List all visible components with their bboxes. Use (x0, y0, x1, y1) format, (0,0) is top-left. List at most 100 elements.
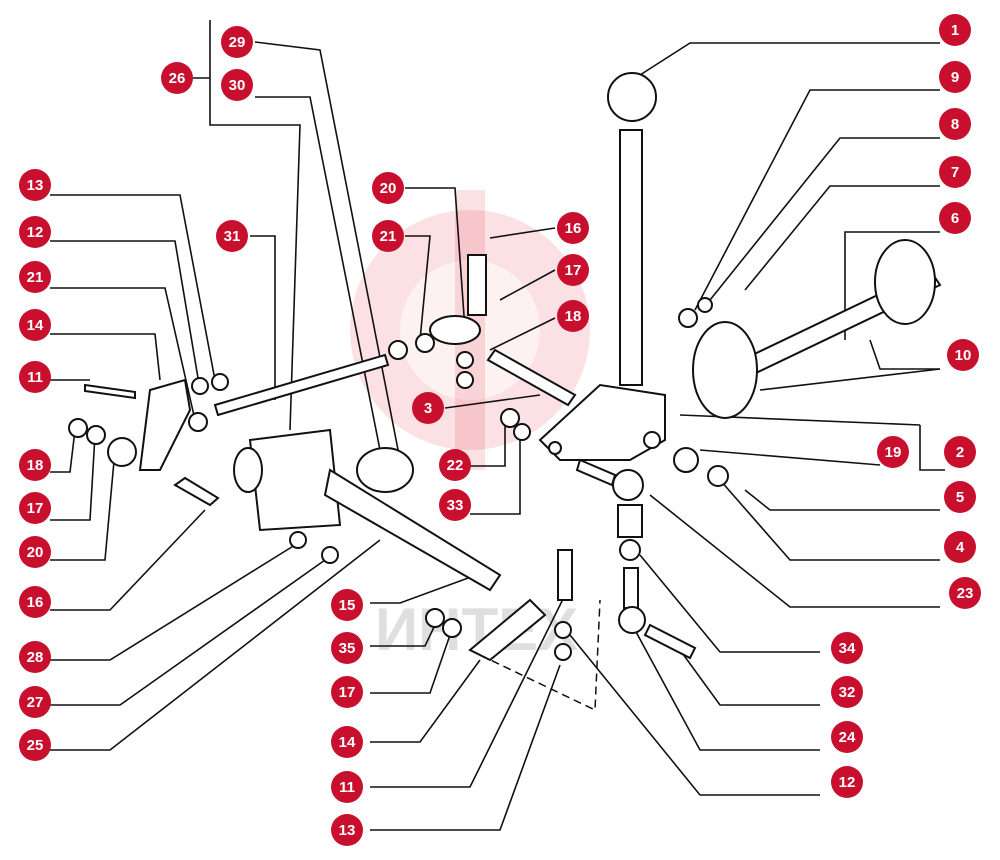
callout-4: 4 (944, 531, 976, 563)
callout-5: 5 (944, 481, 976, 513)
callout-number: 31 (224, 228, 241, 245)
callout-33: 33 (439, 489, 471, 521)
callout-badge (831, 766, 863, 798)
callout-number: 21 (380, 228, 397, 245)
callout-number: 16 (27, 594, 44, 611)
leader-lines (50, 20, 945, 831)
callout-badge (19, 261, 51, 293)
callout-8: 8 (939, 108, 971, 140)
callout-badge (331, 814, 363, 846)
callout-number: 19 (885, 444, 902, 461)
callout-number: 22 (447, 457, 464, 474)
callout-number: 13 (27, 177, 44, 194)
callout-1: 1 (939, 14, 971, 46)
callout-28: 28 (19, 641, 51, 673)
callout-badge (831, 676, 863, 708)
callout-35: 35 (331, 632, 363, 664)
callout-number: 11 (339, 779, 355, 796)
bushing (356, 447, 414, 493)
callout-number: 12 (839, 774, 856, 791)
callout-number: 17 (565, 262, 582, 279)
callout-number: 9 (951, 69, 959, 86)
callout-9: 9 (939, 61, 971, 93)
callout-23: 23 (949, 577, 981, 609)
callout-number: 26 (169, 70, 186, 87)
callout-number: 14 (27, 317, 44, 334)
callout-24: 24 (831, 721, 863, 753)
callout-badge (831, 632, 863, 664)
callout-20: 20 (19, 536, 51, 568)
callout-number: 23 (957, 585, 974, 602)
callout-badge (944, 436, 976, 468)
callout-badge (372, 220, 404, 252)
callout-badge (19, 586, 51, 618)
callout-number: 24 (839, 729, 856, 746)
callout-21: 21 (372, 220, 404, 252)
callout-badge (19, 492, 51, 524)
callout-number: 18 (27, 457, 44, 474)
callout-badge (19, 169, 51, 201)
callout-16: 16 (19, 586, 51, 618)
callout-17: 17 (557, 254, 589, 286)
callout-number: 1 (951, 22, 959, 39)
callout-30: 30 (221, 69, 253, 101)
callout-number: 21 (27, 269, 44, 286)
callout-number: 30 (229, 77, 246, 94)
callout-badge (944, 531, 976, 563)
callout-badge (19, 361, 51, 393)
tie-rod (213, 353, 390, 417)
callout-badge (831, 721, 863, 753)
callout-34: 34 (831, 632, 863, 664)
callout-number: 35 (339, 640, 356, 657)
callout-number: 28 (27, 649, 44, 666)
callout-badge (372, 172, 404, 204)
callout-26: 26 (161, 62, 193, 94)
parts-artwork (68, 72, 942, 662)
callout-11: 11 (331, 771, 363, 803)
callout-13: 13 (331, 814, 363, 846)
callout-badge (161, 62, 193, 94)
callout-number: 14 (339, 734, 356, 751)
callout-17: 17 (331, 676, 363, 708)
callout-badge (557, 300, 589, 332)
callout-number: 32 (839, 684, 856, 701)
callout-badge (19, 449, 51, 481)
callout-15: 15 (331, 589, 363, 621)
callout-badge (19, 686, 51, 718)
callout-number: 2 (956, 444, 964, 461)
callout-number: 27 (27, 694, 44, 711)
shaft-25 (323, 468, 502, 592)
callout-number: 29 (229, 34, 246, 51)
callout-badge (216, 220, 248, 252)
callout-badge (939, 14, 971, 46)
callout-badge (939, 108, 971, 140)
callout-27: 27 (19, 686, 51, 718)
callout-badge (939, 61, 971, 93)
callout-badge (947, 339, 979, 371)
callout-number: 10 (955, 347, 972, 364)
callout-18: 18 (557, 300, 589, 332)
callout-badge (944, 481, 976, 513)
flange-10 (692, 321, 758, 419)
callout-13: 13 (19, 169, 51, 201)
callout-badge (221, 26, 253, 58)
callout-badge (19, 729, 51, 761)
callout-number: 18 (565, 308, 582, 325)
callout-number: 20 (380, 180, 397, 197)
callout-20: 20 (372, 172, 404, 204)
callout-badge (439, 489, 471, 521)
callout-number: 11 (27, 369, 43, 386)
callout-16: 16 (557, 212, 589, 244)
callout-badge (439, 449, 471, 481)
callout-number: 5 (956, 489, 964, 506)
callout-14: 14 (19, 309, 51, 341)
callout-11: 11 (19, 361, 51, 393)
callout-10: 10 (947, 339, 979, 371)
lever-14 (138, 378, 192, 471)
callout-number: 34 (839, 640, 856, 657)
callout-12: 12 (831, 766, 863, 798)
callout-number: 7 (951, 164, 959, 181)
callout-number: 20 (27, 544, 44, 561)
callout-31: 31 (216, 220, 248, 252)
